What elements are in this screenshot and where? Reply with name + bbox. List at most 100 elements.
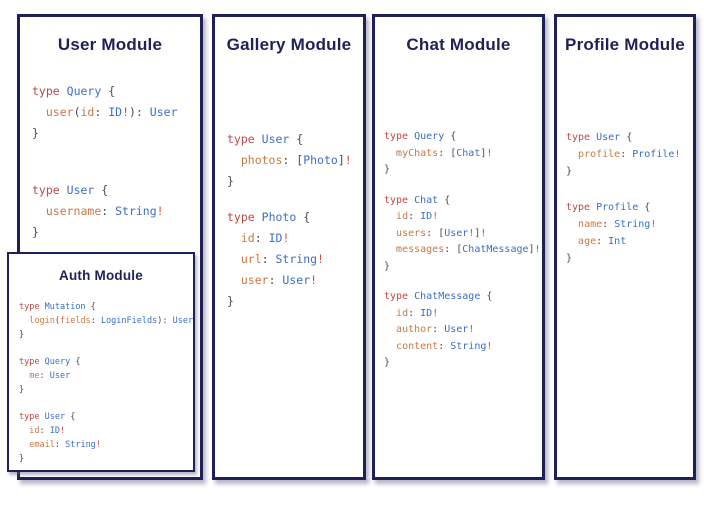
- code-token: }: [227, 294, 234, 308]
- code-token: type: [566, 132, 591, 143]
- code-token: !: [432, 307, 439, 319]
- code-line: type Query {: [19, 355, 193, 369]
- code-token: id: [396, 307, 409, 319]
- code-token: {: [438, 194, 451, 206]
- code-line: type Chat {: [384, 193, 542, 210]
- code-token: [19, 371, 29, 381]
- type-definition-block: type Chat { id: ID! users: [User!]! mess…: [384, 193, 542, 276]
- code-token: author: [396, 324, 433, 335]
- code-token: Chat: [456, 147, 481, 159]
- code-token: {: [101, 84, 116, 98]
- chat-module-title: Chat Module: [406, 35, 511, 54]
- code-token: :: [432, 324, 445, 335]
- code-token: :: [254, 231, 269, 245]
- code-token: String: [115, 204, 157, 218]
- code-token: type: [19, 302, 40, 312]
- type-definition-block: type Photo { id: ID! url: String! user: …: [227, 207, 363, 312]
- code-token: fields: [59, 316, 91, 326]
- code-token: type: [566, 202, 591, 213]
- type-definition-block: type User { profile: Profile!}: [566, 129, 693, 180]
- code-token: !: [60, 426, 66, 436]
- code-token: url: [240, 252, 262, 266]
- code-token: !: [310, 273, 318, 287]
- code-line: type Query {: [32, 81, 200, 102]
- code-line: id: ID!: [227, 228, 363, 249]
- profile-module-schema-code: type User { profile: Profile!}type Profi…: [557, 129, 693, 267]
- auth-module-panel: Auth Module type Mutation { login(fields…: [7, 252, 195, 472]
- code-token: [384, 308, 396, 319]
- code-line: }: [19, 452, 193, 466]
- code-line: profile: Profile!: [566, 146, 693, 163]
- code-token: String: [275, 252, 318, 266]
- code-token: ID: [108, 105, 123, 119]
- code-token: User: [44, 412, 66, 422]
- code-token: String: [614, 219, 651, 230]
- profile-module-title: Profile Module: [565, 35, 685, 54]
- code-token: [19, 440, 29, 450]
- code-token: id: [396, 211, 409, 222]
- code-token: type: [19, 357, 40, 367]
- code-token: ID: [420, 307, 433, 319]
- code-token: !: [344, 153, 352, 167]
- code-token: [384, 324, 396, 335]
- code-token: ChatMessage: [462, 244, 529, 255]
- auth-module-title: Auth Module: [59, 268, 143, 283]
- code-token: myChats: [396, 147, 439, 159]
- code-token: [32, 105, 46, 119]
- code-token: [227, 153, 241, 167]
- code-token: }: [384, 357, 391, 368]
- code-line: }: [384, 259, 542, 276]
- code-token: Chat: [414, 194, 439, 206]
- code-token: type: [32, 183, 60, 197]
- code-line: user: User!: [227, 270, 363, 291]
- code-token: }: [19, 330, 25, 340]
- code-token: name: [578, 219, 603, 230]
- code-token: [19, 316, 29, 326]
- code-line: id: ID!: [384, 209, 542, 226]
- chat-module-schema-code: type Query { myChats: [Chat]!} type Chat …: [375, 129, 542, 372]
- code-token: Int: [608, 236, 627, 247]
- code-token: !: [95, 440, 101, 450]
- code-token: photos: [240, 153, 283, 167]
- code-line: type Mutation {: [19, 300, 193, 314]
- code-token: : [: [444, 244, 463, 255]
- gallery-module-schema-code: type User { photos: [Photo]!}type Photo …: [215, 129, 363, 312]
- code-token: LoginFields: [100, 316, 158, 326]
- code-token: [32, 204, 46, 218]
- code-token: [384, 211, 396, 222]
- type-definition-block: type Mutation { login(fields: LoginField…: [19, 300, 193, 342]
- code-token: Profile: [596, 202, 639, 213]
- code-token: ):: [129, 105, 150, 119]
- code-token: !: [122, 105, 130, 119]
- gallery-module-title: Gallery Module: [226, 35, 352, 54]
- code-token: (: [54, 316, 60, 326]
- code-token: :: [596, 236, 609, 247]
- code-token: String: [450, 340, 487, 352]
- code-token: }: [384, 164, 391, 175]
- code-token: :: [54, 440, 66, 450]
- code-token: User: [282, 273, 311, 287]
- code-token: :: [408, 307, 421, 319]
- code-token: !: [317, 252, 324, 266]
- code-token: Photo: [261, 210, 297, 224]
- code-line: url: String!: [227, 249, 363, 270]
- code-token: !: [674, 149, 681, 160]
- code-token: [384, 341, 396, 352]
- type-definition-block: type Query { myChats: [Chat]!}: [384, 129, 542, 179]
- code-token: :: [101, 204, 116, 218]
- code-line: age: Int: [566, 233, 693, 250]
- code-token: login: [29, 316, 55, 326]
- code-token: users: [396, 227, 427, 239]
- code-token: User: [444, 227, 469, 239]
- code-token: }: [32, 225, 39, 239]
- code-token: :: [39, 371, 50, 381]
- code-line: users: [User!]!: [384, 226, 542, 243]
- code-line: }: [32, 123, 200, 144]
- code-token: content: [396, 340, 439, 352]
- code-token: User: [172, 316, 194, 326]
- code-token: :: [94, 105, 109, 119]
- code-token: !: [480, 227, 487, 239]
- code-line: myChats: [Chat]!: [384, 146, 542, 163]
- code-token: }: [566, 166, 573, 177]
- code-line: }: [566, 163, 693, 180]
